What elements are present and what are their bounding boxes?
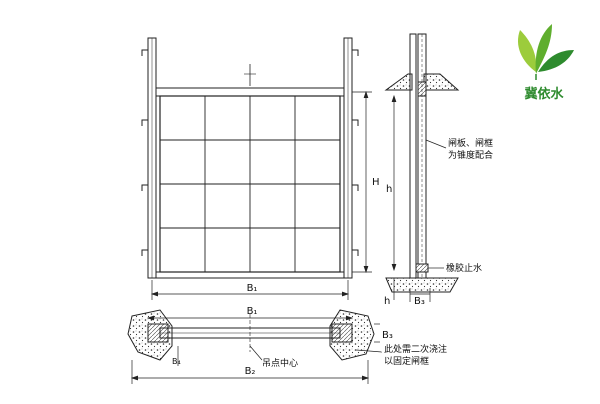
label-H: H bbox=[372, 177, 380, 188]
bottom-sill bbox=[155, 271, 345, 279]
gate-grid bbox=[160, 96, 340, 272]
label-h-lower: h bbox=[384, 296, 390, 307]
elevation-view bbox=[141, 37, 372, 300]
plan-view bbox=[127, 309, 383, 384]
note-lift-center: 吊点中心 bbox=[262, 357, 298, 369]
label-B1-plan: B₁ bbox=[247, 306, 258, 317]
label-B1-elevation: B₁ bbox=[247, 283, 258, 294]
section-frame-left bbox=[409, 33, 417, 279]
bottom-concrete bbox=[385, 277, 459, 293]
label-B3-section: B₃ bbox=[414, 296, 425, 307]
note-grout-line2: 以固定闸框 bbox=[384, 355, 429, 367]
label-B3-plan: B₃ bbox=[382, 330, 393, 341]
rubber-seal bbox=[415, 263, 429, 273]
label-h-upper: h bbox=[386, 184, 392, 195]
leaf-icon bbox=[517, 24, 574, 80]
top-right-concrete bbox=[423, 73, 460, 91]
dim-B1-elevation bbox=[150, 280, 350, 300]
right-anchor-hooks bbox=[352, 49, 359, 256]
note-taper-line2: 为锥度配合 bbox=[448, 149, 493, 161]
note-grout-line1: 此处需二次浇注 bbox=[384, 343, 447, 355]
left-anchor-hooks bbox=[141, 49, 148, 256]
top-left-concrete bbox=[384, 73, 413, 91]
section-view bbox=[384, 33, 460, 302]
top-beam bbox=[155, 87, 345, 97]
dim-H bbox=[352, 90, 372, 274]
label-B2-plan: B₂ bbox=[245, 366, 256, 377]
label-B4-plan: B₄ bbox=[172, 357, 181, 366]
note-rubber-seal: 橡胶止水 bbox=[446, 262, 482, 274]
note-taper-line1: 闸板、闸框 bbox=[448, 137, 493, 149]
brand-name: 冀依水 bbox=[524, 86, 564, 102]
brand-logo: 冀依水 bbox=[517, 24, 574, 102]
